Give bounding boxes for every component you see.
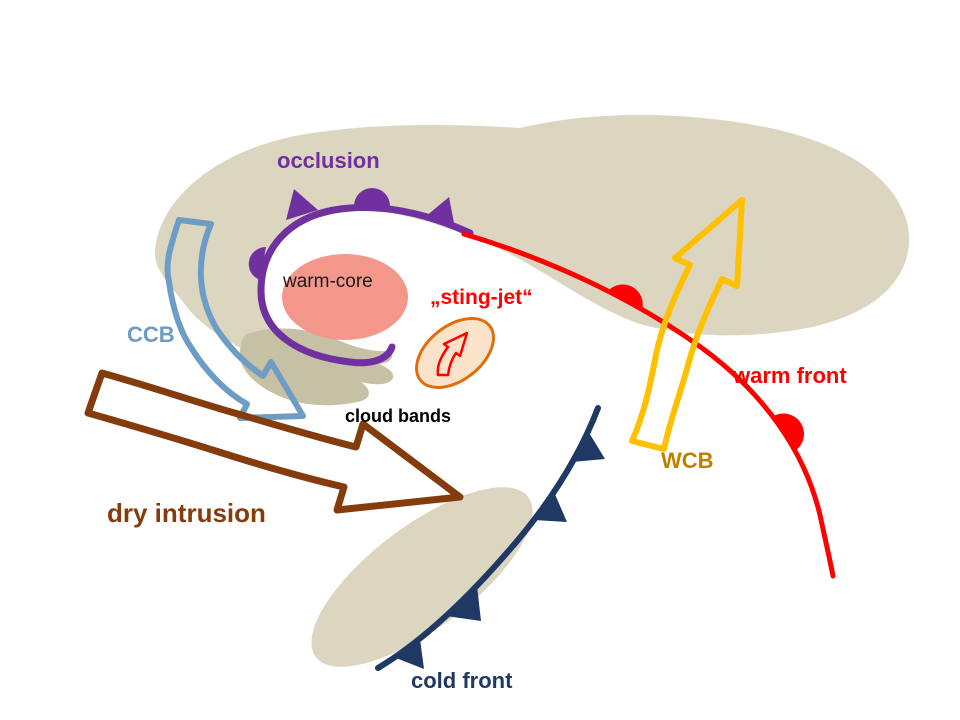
wcb-arrow: [629, 197, 745, 452]
cold-front-triangle-symbol: [534, 492, 567, 522]
cold-front-cloud-band: [311, 487, 533, 667]
dry-intrusion-label: dry intrusion: [107, 498, 266, 528]
cloud-bands-patch: [240, 328, 394, 406]
cloud-bands-label: cloud bands: [345, 406, 452, 426]
cold-front-triangle-symbol: [396, 639, 424, 669]
sting-jet-label: „sting-jet“: [430, 286, 533, 309]
occluded-front-line: [257, 204, 474, 367]
warm-core-label: warm-core: [283, 271, 373, 292]
warm-front-label: warm front: [733, 363, 847, 388]
warm-front-line: [461, 231, 836, 579]
cold-front-triangle-symbol: [572, 431, 605, 462]
dry-intrusion-arrow: [84, 369, 464, 514]
ccb-label: CCB: [127, 322, 175, 347]
warm-front-semicircle-symbol: [608, 284, 643, 310]
cloud-mass-shape: [154, 114, 910, 373]
warm-core-ellipse: [282, 254, 408, 340]
sting-jet-arrow: [436, 331, 469, 377]
cold-front-label: cold front: [411, 668, 513, 693]
occluded-front-semicircle-symbol: [354, 188, 390, 206]
wcb-label: WCB: [661, 448, 714, 473]
cold-front-triangle-symbol: [446, 586, 481, 621]
occluded-front-triangle-symbol: [286, 189, 318, 220]
warm-front-semicircle-symbol: [772, 413, 805, 451]
occluded-front-triangle-symbol: [425, 197, 455, 228]
occluded-front-semicircle-symbol: [248, 246, 266, 280]
ccb-arrow: [164, 217, 306, 421]
occlusion-label: occlusion: [277, 148, 380, 173]
